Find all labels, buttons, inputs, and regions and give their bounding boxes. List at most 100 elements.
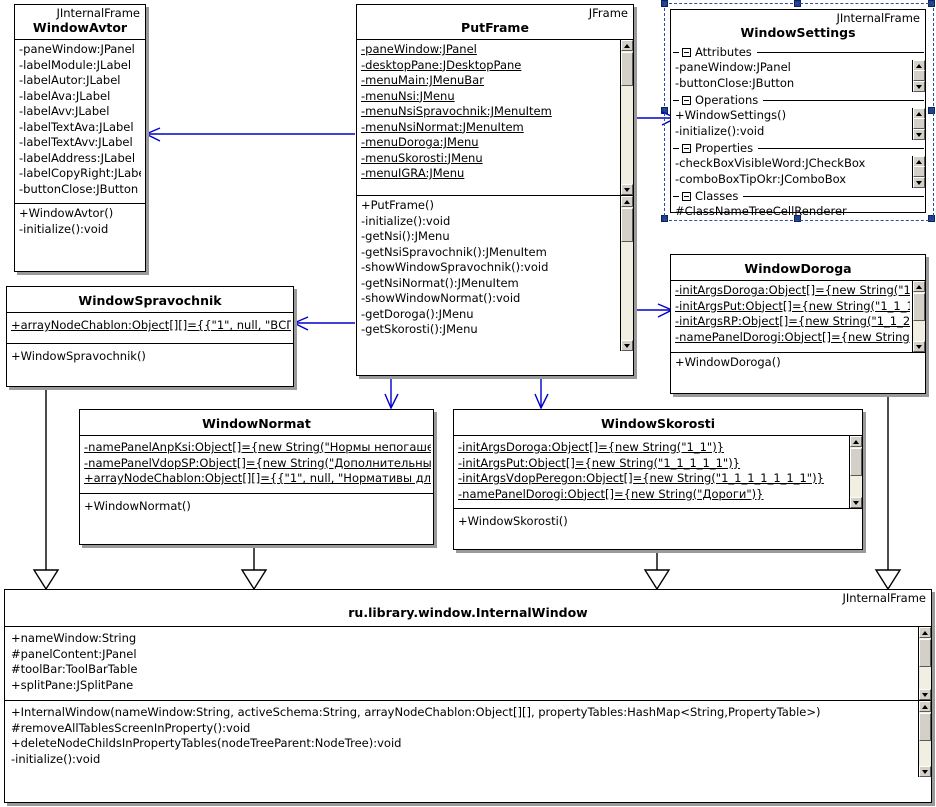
collapse-toggle-icon[interactable] <box>682 95 691 105</box>
class-box-windowsettings[interactable]: JInternalFrame WindowSettings Attributes… <box>670 9 926 218</box>
attributes-scrollbar[interactable] <box>918 627 931 700</box>
attribute-row: -labelAva:JLabel <box>19 88 111 103</box>
attribute-row: -initArgsRP:Object[]={new String("1_1_2_… <box>675 314 910 328</box>
scroll-down-button[interactable] <box>621 184 633 195</box>
operations-compartment: +WindowSkorosti() <box>454 509 862 539</box>
scrollbar-thumb[interactable] <box>913 70 925 81</box>
selection-handle[interactable] <box>794 0 801 7</box>
class-box-windowavtor[interactable]: JInternalFrame WindowAvtor -paneWindow:J… <box>14 4 146 272</box>
attributes-scrollbar[interactable] <box>620 40 633 195</box>
selection-handle[interactable] <box>794 215 801 222</box>
class-box-windowspravochnik[interactable]: WindowSpravochnik +arrayNodeChablon:Obje… <box>6 286 294 387</box>
scroll-down-button[interactable] <box>850 497 862 508</box>
scroll-up-button[interactable] <box>850 436 862 447</box>
class-box-windowskorosti[interactable]: WindowSkorosti -initArgsDoroga:Object[]=… <box>453 409 863 550</box>
chevron-down-icon <box>922 770 928 774</box>
properties-scrollbar[interactable] <box>912 156 925 188</box>
scroll-down-button[interactable] <box>913 177 925 188</box>
attribute-row: -labelCopyRight:JLabel <box>19 166 141 180</box>
scroll-down-button[interactable] <box>621 340 633 351</box>
operation-list: +WindowSpravochnik() <box>7 344 293 367</box>
scrollbar-thumb[interactable] <box>919 639 931 667</box>
attribute-row: -buttonClose:JButton <box>19 181 139 196</box>
scrollbar-thumb[interactable] <box>621 52 633 86</box>
class-name: WindowAvtor <box>32 20 128 35</box>
chevron-up-icon <box>916 64 922 68</box>
attribute-row: -labelModule:JLabel <box>19 57 132 72</box>
operations-scrollbar[interactable] <box>912 108 925 140</box>
class-box-internalwindow[interactable]: JInternalFrame ru.library.window.Interna… <box>4 589 932 803</box>
scrollbar-thumb[interactable] <box>913 293 925 321</box>
nested-class-row: #ClassNameTreeCellRenderer <box>675 204 847 218</box>
operation-row: +WindowSettings() <box>675 108 787 122</box>
divider <box>357 39 633 40</box>
chevron-down-icon <box>624 188 630 192</box>
scrollbar-thumb[interactable] <box>850 448 862 476</box>
scroll-up-button[interactable] <box>621 40 633 51</box>
scrollbar-thumb[interactable] <box>913 166 925 177</box>
scrollbar-thumb[interactable] <box>919 713 931 741</box>
attribute-row: +nameWindow:String <box>11 631 137 645</box>
selection-handle[interactable] <box>928 107 935 114</box>
scroll-down-button[interactable] <box>913 341 925 352</box>
operations-scrollbar[interactable] <box>620 196 633 351</box>
class-box-putframe[interactable]: JFrame PutFrame -paneWindow:JPanel -desk… <box>356 4 634 376</box>
scroll-up-button[interactable] <box>621 196 633 207</box>
dependency-putframe-windownormat <box>384 378 399 410</box>
selection-handle[interactable] <box>661 107 668 114</box>
class-box-windowdoroga[interactable]: WindowDoroga -initArgsDoroga:Object[]={n… <box>670 254 926 394</box>
group-header-operations[interactable]: Operations <box>671 92 925 108</box>
attribute-row: -menuSkorosti:JMenu <box>361 150 483 165</box>
attribute-row: -desktopPane:JDesktopPane <box>361 57 522 72</box>
collapse-toggle-icon[interactable] <box>682 191 691 201</box>
divider <box>5 700 931 701</box>
attributes-scrollbar[interactable] <box>849 436 862 508</box>
attribute-list: -initArgsDoroga:Object[]={new String("1_… <box>671 281 925 347</box>
generalization-windowdoroga-internalwindow <box>874 395 902 591</box>
operation-row: -showWindowSpravochnik():void <box>361 260 549 274</box>
scroll-down-button[interactable] <box>913 81 925 92</box>
rule-left <box>673 147 679 149</box>
scrollbar-thumb[interactable] <box>621 208 633 242</box>
attribute-row: -namePanelDorogi:Object[]={new String("Д… <box>458 486 764 501</box>
chevron-down-icon <box>922 693 928 697</box>
selection-handle[interactable] <box>928 215 935 222</box>
attribute-list: +arrayNodeChablon:Object[][]={{"1", null… <box>7 313 293 336</box>
scroll-up-button[interactable] <box>913 281 925 292</box>
operation-row: +PutFrame() <box>361 198 434 212</box>
group-label: Classes <box>695 189 739 203</box>
attributes-compartment: -paneWindow:JPanel -labelModule:JLabel -… <box>15 40 145 203</box>
selection-handle[interactable] <box>928 0 935 7</box>
attribute-row: -labelTextAva:JLabel <box>19 119 134 134</box>
selection-handle[interactable] <box>661 0 668 7</box>
operations-scrollbar[interactable] <box>918 701 931 777</box>
scroll-up-button[interactable] <box>919 701 931 712</box>
chevron-down-icon <box>916 181 922 185</box>
selection-handle[interactable] <box>661 215 668 222</box>
attribute-row: -menuDoroga:JMenu <box>361 135 479 149</box>
scroll-down-button[interactable] <box>919 689 931 700</box>
rule-right <box>743 195 924 197</box>
group-header-attributes[interactable]: Attributes <box>671 44 925 60</box>
rule-right <box>758 147 924 149</box>
attribute-list: -paneWindow:JPanel -labelModule:JLabel -… <box>15 40 145 199</box>
scrollbar-thumb[interactable] <box>913 118 925 129</box>
scroll-up-button[interactable] <box>919 627 931 638</box>
scroll-down-button[interactable] <box>919 766 931 777</box>
chevron-down-icon <box>916 345 922 349</box>
group-header-properties[interactable]: Properties <box>671 140 925 156</box>
operation-row: -initialize():void <box>11 751 101 766</box>
attributes-scrollbar[interactable] <box>912 281 925 352</box>
group-header-classes[interactable]: Classes <box>671 188 925 204</box>
property-row: -checkBoxVisibleWord:JCheckBox <box>675 156 866 170</box>
attribute-row: -menuIGRA:JMenu <box>361 166 465 180</box>
class-box-windownormat[interactable]: WindowNormat -namePanelAnpKsi:Object[]={… <box>79 409 434 545</box>
collapse-toggle-icon[interactable] <box>682 143 691 153</box>
scroll-down-button[interactable] <box>913 129 925 140</box>
class-name: PutFrame <box>461 20 529 35</box>
rule-right <box>756 51 924 53</box>
operation-list: +WindowSkorosti() <box>454 509 862 532</box>
attribute-row: -namePanelAnpKsi:Object[]={new String("Н… <box>84 440 431 454</box>
attributes-scrollbar[interactable] <box>912 60 925 92</box>
collapse-toggle-icon[interactable] <box>682 47 691 57</box>
